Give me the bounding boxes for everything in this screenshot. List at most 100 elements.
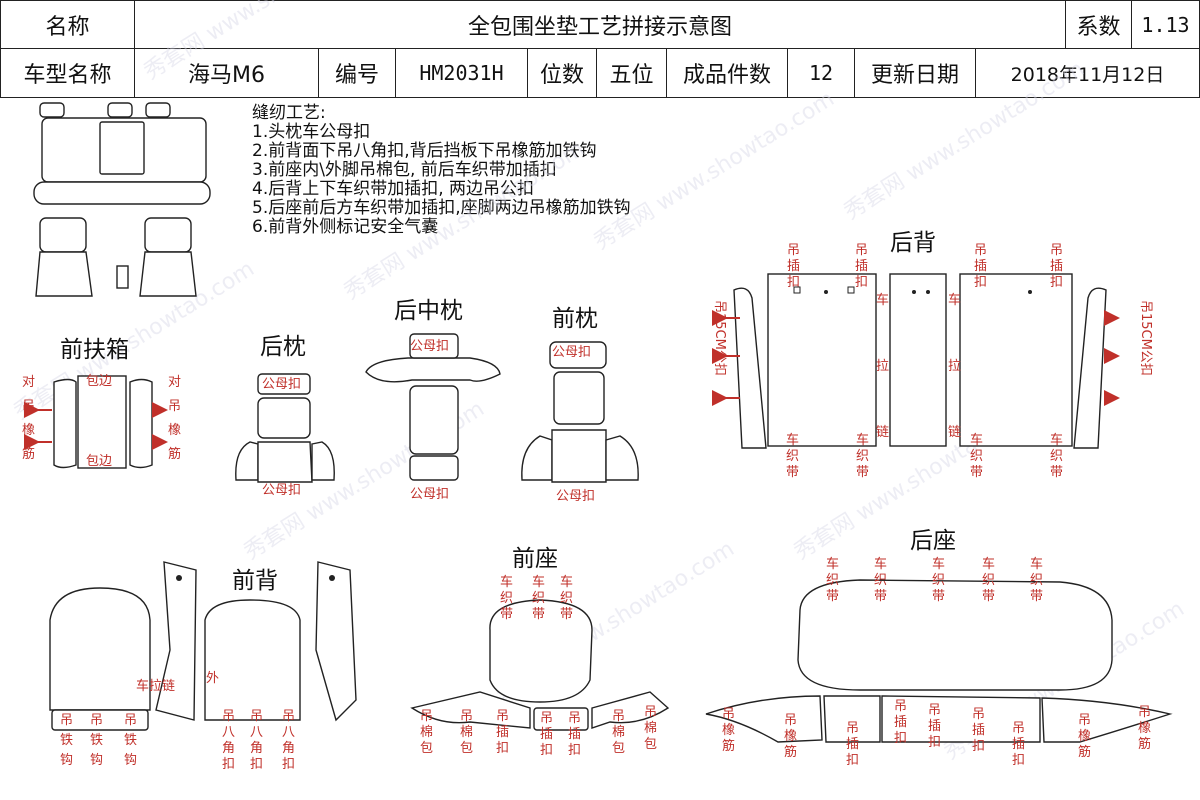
svg-text:吊: 吊	[222, 709, 235, 724]
sewing-step: 6.前背外侧标记安全气囊	[252, 217, 439, 237]
svg-text:扣: 扣	[222, 757, 235, 772]
svg-text:包: 包	[612, 741, 625, 756]
svg-text:前背: 前背	[232, 568, 278, 594]
svg-text:后背: 后背	[890, 230, 936, 256]
sewing-step: 5.后座前后方车织带加插扣,座脚两边吊橡筋加铁钩	[252, 198, 631, 218]
svg-text:筋: 筋	[22, 446, 35, 462]
front-back-part: 前背 吊铁钩 吊铁钩 吊铁钩 车拉链 外 吊八角扣 吊八角扣 吊八角扣	[49, 561, 357, 772]
svg-text:拉: 拉	[948, 359, 961, 374]
svg-text:包边: 包边	[86, 454, 112, 469]
svg-text:吊: 吊	[784, 713, 797, 728]
svg-text:橡: 橡	[722, 723, 735, 738]
svg-text:带: 带	[786, 465, 799, 480]
svg-text:织: 织	[826, 573, 839, 588]
svg-text:带: 带	[856, 465, 869, 480]
svg-text:前扶箱: 前扶箱	[60, 337, 129, 363]
svg-text:公母扣: 公母扣	[552, 345, 591, 360]
svg-text:钩: 钩	[60, 753, 73, 768]
svg-text:吊: 吊	[612, 709, 625, 724]
svg-text:扣: 扣	[974, 275, 987, 290]
svg-text:车: 车	[876, 292, 889, 308]
svg-text:对: 对	[22, 375, 35, 390]
svg-text:橡: 橡	[168, 423, 181, 438]
svg-text:角: 角	[222, 741, 235, 756]
svg-text:织: 织	[932, 573, 945, 588]
svg-text:八: 八	[282, 725, 295, 740]
svg-text:秀套网 www.showtao.com: 秀套网 www.showtao.com	[590, 87, 839, 256]
svg-text:吊: 吊	[460, 709, 473, 724]
svg-text:铁: 铁	[90, 733, 103, 748]
coef-value: 1.13	[1131, 0, 1200, 49]
svg-text:插: 插	[855, 259, 868, 274]
svg-text:吊: 吊	[1050, 243, 1063, 258]
svg-text:扣: 扣	[568, 743, 581, 758]
svg-text:插: 插	[894, 715, 907, 730]
svg-text:车: 车	[1050, 432, 1063, 448]
svg-text:筋: 筋	[1078, 744, 1091, 760]
svg-text:吊: 吊	[496, 709, 509, 724]
svg-text:扣: 扣	[846, 753, 859, 768]
svg-text:公母扣: 公母扣	[262, 377, 301, 392]
svg-text:车: 车	[532, 574, 545, 590]
svg-text:插: 插	[972, 723, 985, 738]
svg-text:吊: 吊	[894, 699, 907, 714]
front-seat-part: 前座 车织带 车织带 车织带 吊棉包 吊棉包 吊插扣 吊插扣 吊插扣 吊棉包 吊…	[410, 546, 670, 758]
date-label: 更新日期	[854, 48, 976, 98]
svg-text:吊: 吊	[928, 703, 941, 718]
svg-text:扣: 扣	[855, 275, 868, 290]
svg-text:带: 带	[1030, 589, 1043, 604]
svg-text:扣: 扣	[1012, 753, 1025, 768]
svg-text:织: 织	[560, 591, 573, 606]
svg-text:橡: 橡	[784, 729, 797, 744]
svg-text:车: 车	[786, 432, 799, 448]
sewing-step: 2.前背面下吊八角扣,背后挡板下吊橡筋加铁钩	[252, 141, 597, 161]
svg-text:带: 带	[874, 589, 887, 604]
svg-text:吊: 吊	[1012, 721, 1025, 736]
header-table: 名称 全包围坐垫工艺拼接示意图 系数 1.13 车型名称 海马M6 编号 HM2…	[0, 0, 1200, 98]
svg-text:筋: 筋	[1138, 736, 1151, 752]
svg-text:公母扣: 公母扣	[410, 487, 449, 502]
svg-text:车: 车	[826, 556, 839, 572]
svg-text:棉: 棉	[644, 721, 657, 736]
svg-text:八: 八	[250, 725, 263, 740]
svg-text:包: 包	[644, 737, 657, 752]
svg-text:扣: 扣	[1050, 275, 1063, 290]
svg-text:公母扣: 公母扣	[556, 489, 595, 504]
svg-text:后枕: 后枕	[260, 334, 306, 360]
svg-text:棉: 棉	[460, 725, 473, 740]
svg-text:插: 插	[928, 719, 941, 734]
svg-text:吊15CM公扣: 吊15CM公扣	[1138, 300, 1153, 376]
svg-text:吊: 吊	[846, 721, 859, 736]
front-pillow-part: 前枕 公母扣 公母扣	[521, 306, 639, 504]
svg-text:扣: 扣	[894, 731, 907, 746]
svg-text:车: 车	[856, 432, 869, 448]
svg-text:织: 织	[982, 573, 995, 588]
svg-text:拉: 拉	[876, 359, 889, 374]
svg-text:织: 织	[786, 449, 799, 464]
svg-text:车: 车	[948, 292, 961, 308]
svg-text:吊: 吊	[787, 243, 800, 258]
svg-text:车: 车	[970, 432, 983, 448]
svg-text:插: 插	[846, 737, 859, 752]
svg-text:吊15CM公扣: 吊15CM公扣	[712, 300, 727, 376]
rear-pillow-part: 后枕 公母扣 公母扣	[235, 334, 335, 498]
svg-text:带: 带	[826, 589, 839, 604]
coef-label: 系数	[1065, 0, 1132, 49]
svg-text:八: 八	[222, 725, 235, 740]
rear-seat-part: 后座 车织带 车织带 车织带 车织带 车织带 吊橡筋 吊橡筋 吊插扣 吊插扣 吊…	[705, 528, 1173, 768]
svg-text:橡: 橡	[1078, 729, 1091, 744]
svg-text:链: 链	[876, 425, 889, 440]
sewing-step: 1.头枕车公母扣	[252, 122, 371, 142]
svg-text:插: 插	[496, 725, 509, 740]
svg-text:后中枕: 后中枕	[394, 298, 463, 324]
svg-text:插: 插	[974, 259, 987, 274]
svg-text:织: 织	[532, 591, 545, 606]
svg-text:带: 带	[1050, 465, 1063, 480]
svg-text:吊: 吊	[1138, 705, 1151, 720]
front-armrest-part: 前扶箱 包边 包边 对吊 橡筋 对吊 橡筋	[22, 337, 181, 469]
svg-text:对: 对	[168, 375, 181, 390]
svg-text:前座: 前座	[512, 546, 558, 572]
svg-text:钩: 钩	[124, 753, 137, 768]
svg-text:吊: 吊	[22, 399, 35, 414]
model-value: 海马M6	[134, 48, 319, 98]
